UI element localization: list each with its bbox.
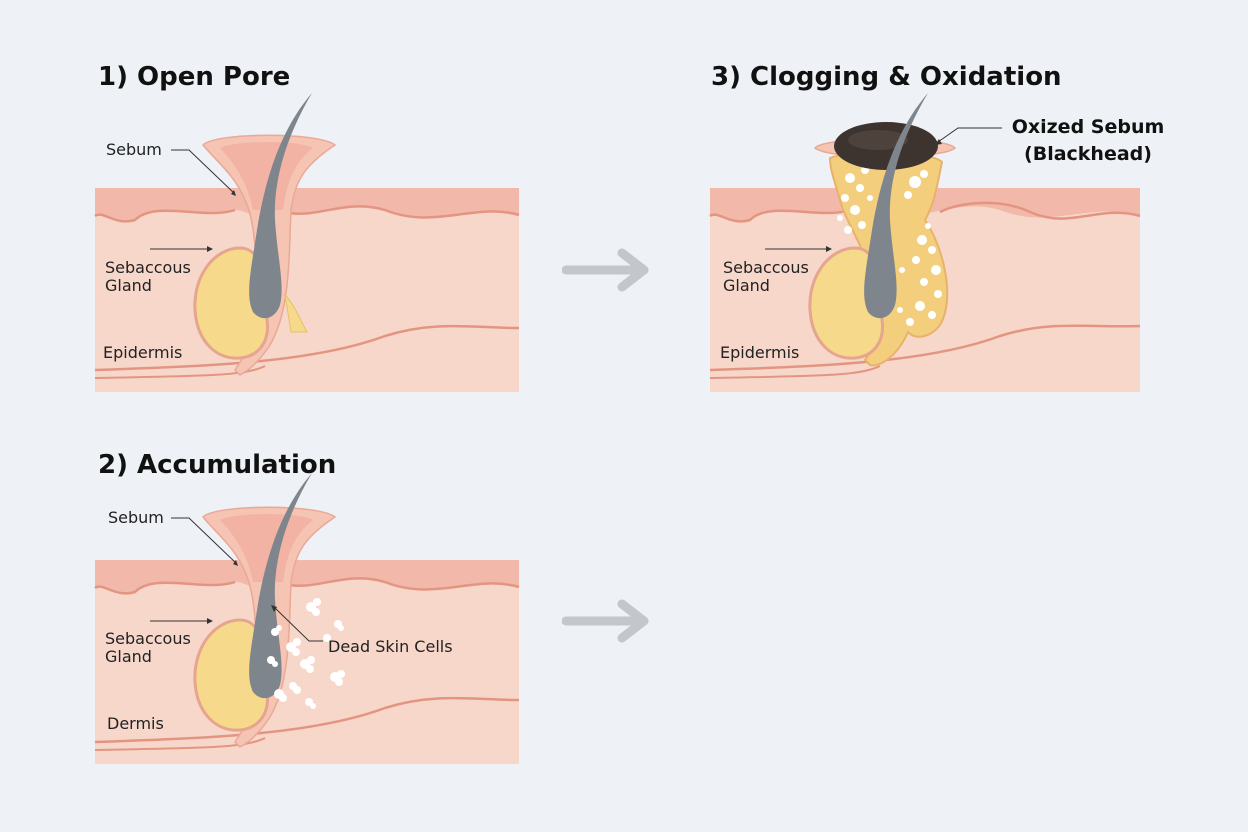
skin-block <box>95 188 519 392</box>
oxidized-sebum-label-line1: Oxized Sebum <box>1011 116 1165 138</box>
flow-arrow-1 <box>562 248 649 292</box>
hair-shaft <box>249 93 312 319</box>
dermis-label: Dermis <box>107 714 164 733</box>
panel-1-title: 1) Open Pore <box>98 62 291 92</box>
oxidized-sebum-label-line2: (Blackhead) <box>1024 143 1152 165</box>
flow-arrow-2 <box>562 599 649 643</box>
open-pore-illustration <box>94 93 520 392</box>
hair-shaft <box>249 473 312 699</box>
dermis-line <box>94 324 520 372</box>
panel-clogging-oxidation: Sebaccous Gland Epidermis Oxized Sebum (… <box>709 70 1164 400</box>
dermis-line <box>709 324 1141 372</box>
panel-accumulation: Sebum Sebaccous Gland Dead Skin Cells De… <box>94 442 535 772</box>
dermis-line <box>94 696 520 744</box>
sebum-label: Sebum <box>108 508 164 527</box>
gland-label-line2: Gland <box>723 276 770 295</box>
skin-top-band <box>95 188 519 222</box>
hair-shaft <box>864 93 928 319</box>
panel-open-pore: Sebum Sebaccous Gland Epidermis <box>94 70 535 400</box>
sebum-label: Sebum <box>106 140 162 159</box>
trapped-debris <box>837 166 942 326</box>
gland-label-line2: Gland <box>105 647 152 666</box>
skin-top-band <box>95 560 519 594</box>
dead-skin-cells <box>267 598 345 709</box>
epidermis-label: Epidermis <box>720 343 800 362</box>
accumulation-illustration <box>94 473 520 764</box>
epidermis-label: Epidermis <box>103 343 183 362</box>
panel-2-title: 2) Accumulation <box>98 450 337 480</box>
gland-label-line2: Gland <box>105 276 152 295</box>
gland-label-line1: Sebaccous <box>105 258 191 277</box>
dead-skin-cells-label: Dead Skin Cells <box>328 637 453 656</box>
gland-label-line1: Sebaccous <box>105 629 191 648</box>
panel-3-title: 3) Clogging & Oxidation <box>711 62 1062 92</box>
gland-label-line1: Sebaccous <box>723 258 809 277</box>
clogging-illustration <box>709 93 1141 392</box>
